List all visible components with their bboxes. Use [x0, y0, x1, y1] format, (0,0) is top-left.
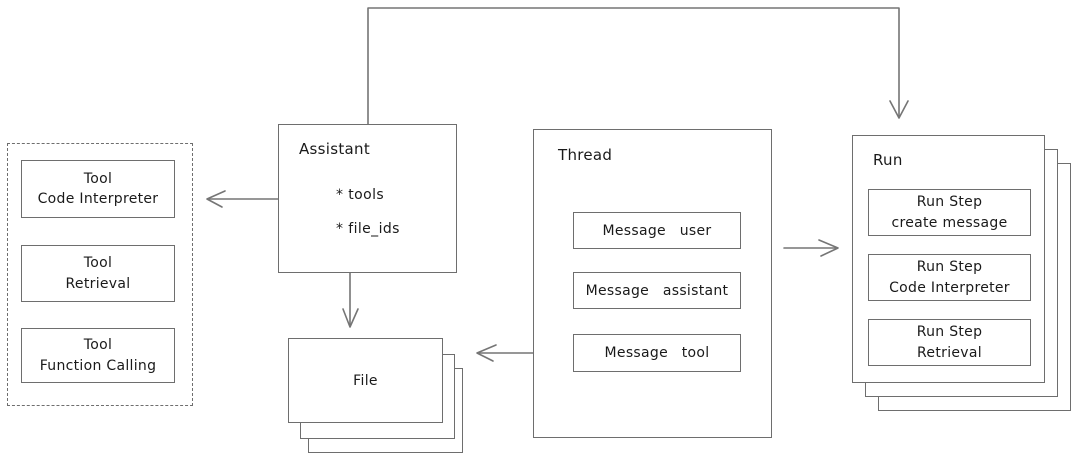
run-step-code-interpreter-box: Run Step Code Interpreter [868, 254, 1031, 301]
tool-code-interpreter-type: Tool [83, 170, 113, 187]
arrow-message-tool-to-file-head [476, 344, 497, 362]
run-step-retrieval-type: Run Step [916, 324, 983, 341]
assistant-box: Assistant * tools * file_ids [278, 124, 457, 273]
tool-retrieval-name: Retrieval [65, 275, 131, 292]
thread-box: Thread Message user Message assistant Me… [533, 129, 772, 438]
message-assistant-label: Message assistant [585, 282, 729, 299]
tool-retrieval-box: Tool Retrieval [21, 245, 175, 302]
run-step-retrieval-name: Retrieval [917, 344, 982, 361]
arrow-assistant-to-run [367, 7, 900, 125]
run-step-create-message-box: Run Step create message [868, 189, 1031, 236]
tool-code-interpreter-name: Code Interpreter [37, 191, 159, 207]
arrow-assistant-to-run-head [889, 100, 909, 119]
file-box: File [288, 338, 443, 423]
message-user-box: Message user [573, 212, 741, 249]
tools-group-container [7, 143, 193, 406]
run-box: Run Run Step create message Run Step Cod… [852, 135, 1045, 383]
tool-function-calling-type: Tool [83, 337, 113, 354]
assistant-field-tools: * tools [336, 187, 385, 203]
file-label: File [353, 372, 378, 389]
tool-retrieval-type: Tool [83, 255, 113, 272]
message-tool-box: Message tool [573, 334, 741, 372]
assistant-field-file-ids: * file_ids [336, 221, 400, 237]
run-step-create-message-type: Run Step [916, 194, 983, 211]
arrow-assistant-to-file-head [342, 308, 359, 328]
arrow-assistant-to-tools-head [206, 190, 226, 208]
run-step-retrieval-box: Run Step Retrieval [868, 319, 1031, 366]
run-step-create-message-name: create message [891, 214, 1008, 231]
thread-title: Thread [558, 146, 613, 164]
tool-function-calling-box: Tool Function Calling [21, 328, 175, 383]
tool-code-interpreter-box: Tool Code Interpreter [21, 160, 175, 218]
message-tool-label: Message tool [604, 345, 710, 361]
run-title: Run [873, 151, 903, 169]
tool-function-calling-name: Function Calling [39, 357, 157, 374]
assistant-title: Assistant [299, 140, 371, 158]
arrow-thread-to-run-head [818, 239, 839, 257]
message-user-label: Message user [602, 222, 712, 239]
run-step-code-interpreter-name: Code Interpreter [889, 279, 1010, 296]
run-step-code-interpreter-type: Run Step [916, 259, 983, 276]
message-assistant-box: Message assistant [573, 272, 741, 309]
